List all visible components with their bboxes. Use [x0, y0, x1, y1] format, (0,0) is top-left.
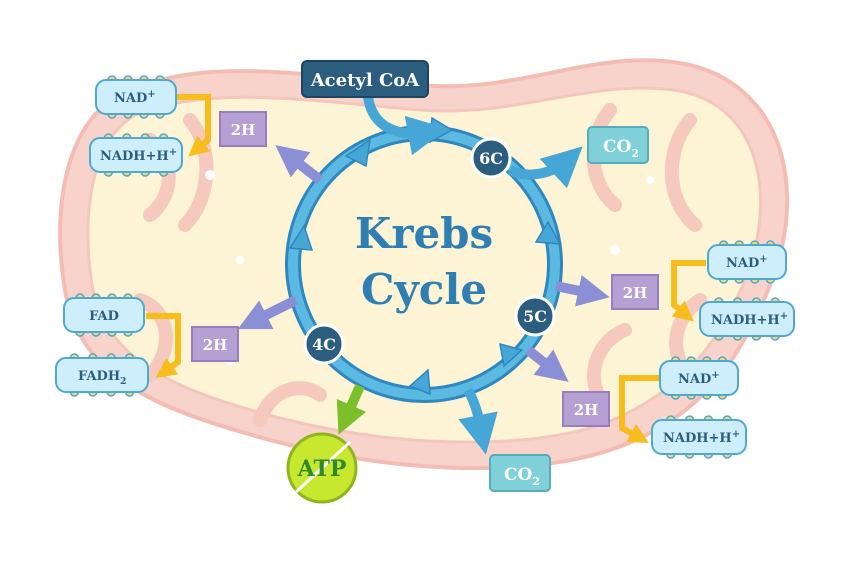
nad-top-left-label: NAD: [114, 91, 147, 106]
nadh-pill-right-top: NADH+H+: [699, 297, 795, 341]
fadh2-subscript: 2: [120, 377, 126, 387]
h2-right-label: 2H: [623, 284, 648, 302]
nad-top-left-sup: +: [147, 89, 155, 100]
co2-out-arrow-top: [507, 146, 583, 189]
co2-box-bottom: CO2: [489, 454, 551, 492]
nadh-right-bottom-sup: +: [732, 429, 740, 440]
h2-box-right: 2H: [611, 274, 659, 310]
svg-text:NADH+H+: NADH+H+: [663, 429, 740, 446]
reduction-arrow-right-top: [671, 260, 706, 322]
h2-box-bottom-right: 2H: [562, 391, 610, 427]
svg-text:NAD+: NAD+: [678, 370, 720, 387]
nadh-top-left-label: NADH+H: [100, 149, 169, 164]
node-5c: 5C: [514, 295, 556, 337]
h2-arrow-top-left: [275, 145, 324, 184]
reduction-arrow-right-bottom: [619, 375, 660, 443]
svg-text:NAD+: NAD+: [726, 254, 768, 271]
svg-text:NAD+: NAD+: [114, 89, 156, 106]
nadh-pill-right-bottom: NADH+H+: [651, 415, 747, 459]
nad-right-top-label: NAD: [726, 256, 759, 271]
acetyl-coa-label: Acetyl CoA: [310, 70, 421, 91]
nad-pill-top-left: NAD+: [95, 75, 177, 119]
co2-box-top: CO2: [587, 126, 649, 164]
acetyl-coa-box: Acetyl CoA: [301, 60, 429, 98]
co2-out-arrow-bottom: [458, 387, 498, 455]
svg-text:NADH+H+: NADH+H+: [100, 147, 177, 164]
h2-bottom-right-label: 2H: [574, 401, 599, 419]
nadh-top-left-sup: +: [169, 147, 177, 158]
reduction-arrow-fad: [146, 313, 181, 378]
h2-top-left-label: 2H: [231, 121, 256, 139]
reduction-arrow-top-left: [176, 94, 211, 157]
fadh2-label: FADH: [78, 369, 120, 384]
nadh-right-top-sup: +: [780, 311, 788, 322]
nad-pill-right-top: NAD+: [707, 240, 787, 284]
svg-text:CO2: CO2: [603, 137, 639, 160]
nad-right-top-sup: +: [759, 254, 767, 265]
electron-carriers: NAD+ NADH+H+ NAD+ NADH+H+ NAD+ NADH+H+ F…: [55, 75, 795, 459]
h2-arrow-bottom-right: [524, 346, 569, 382]
nad-right-bottom-sup: +: [711, 370, 719, 381]
title-krebs: Krebs: [355, 209, 493, 258]
nadh-pill-top-left: NADH+H+: [89, 133, 183, 177]
atp-arrow: [336, 383, 367, 435]
h2-left-label: 2H: [203, 336, 228, 354]
node-5c-label: 5C: [523, 307, 547, 326]
co2-top-subscript: 2: [631, 147, 639, 160]
title-cycle: Cycle: [361, 265, 487, 314]
node-4c: 4C: [303, 323, 345, 365]
node-4c-label: 4C: [312, 335, 336, 354]
nadh-right-bottom-label: NADH+H: [663, 431, 732, 446]
svg-text:CO2: CO2: [504, 465, 540, 488]
nad-right-bottom-label: NAD: [678, 372, 711, 387]
fadh2-pill: FADH2: [55, 353, 149, 397]
node-6c-label: 6C: [479, 149, 503, 168]
h2-arrow-right: [554, 275, 610, 307]
fad-label: FAD: [89, 309, 119, 324]
co2-bottom-label: CO: [504, 465, 533, 485]
nad-pill-right-bottom: NAD+: [659, 356, 739, 400]
h2-arrow-left: [237, 295, 299, 330]
svg-text:NADH+H+: NADH+H+: [711, 311, 788, 328]
node-6c: 6C: [470, 137, 512, 179]
h2-box-left: 2H: [191, 326, 239, 362]
co2-bottom-subscript: 2: [532, 475, 540, 488]
svg-text:FADH2: FADH2: [78, 369, 126, 387]
h2-box-top-left: 2H: [219, 111, 267, 147]
nadh-right-top-label: NADH+H: [711, 313, 780, 328]
acetyl-inflow-arrow: [363, 95, 448, 156]
atp-badge: ATP: [286, 432, 358, 504]
co2-top-label: CO: [603, 137, 632, 157]
atp-label: ATP: [297, 456, 347, 482]
fad-pill: FAD: [63, 293, 145, 337]
